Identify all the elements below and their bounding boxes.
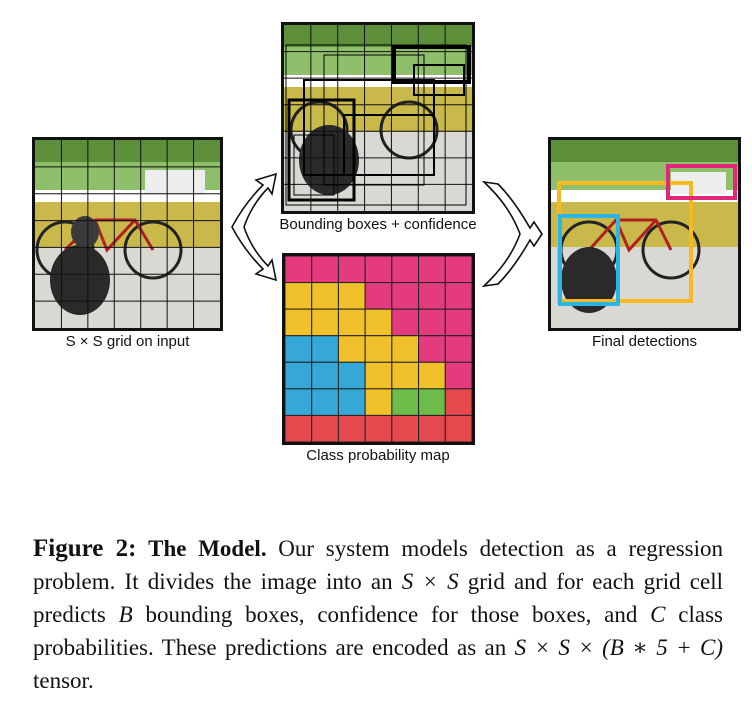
class-cell: [337, 361, 366, 390]
class-cell: [285, 388, 313, 416]
class-cell: [364, 308, 393, 337]
class-cell: [444, 388, 472, 416]
class-cell: [364, 282, 393, 310]
class-cell: [418, 308, 446, 337]
class-cell: [337, 308, 366, 337]
figure-number: Figure 2:: [33, 535, 137, 562]
detection-box-car: [666, 164, 737, 200]
caption-math: B: [118, 602, 133, 627]
class-cell: [337, 414, 366, 442]
class-cell: [444, 361, 472, 390]
input-grid-label: S × S grid on input: [65, 333, 190, 350]
class-cell: [285, 414, 313, 442]
class-cell: [364, 361, 393, 390]
class-cell: [364, 335, 393, 363]
class-cell: [444, 256, 472, 284]
class-cell: [418, 335, 446, 363]
class-cell: [311, 388, 339, 416]
class-probability-panel: [282, 253, 475, 445]
caption-math: C: [650, 602, 666, 627]
bounding-boxes-panel: [281, 22, 475, 214]
class-cell: [391, 388, 420, 416]
class-cell: [444, 414, 472, 442]
class-cell: [444, 282, 472, 310]
class-cell: [418, 388, 446, 416]
class-cell: [311, 414, 339, 442]
class-cell: [391, 414, 420, 442]
figure-caption: Figure 2: The Model. Our system models d…: [33, 532, 723, 697]
class-cell: [391, 361, 420, 390]
class-cell: [391, 282, 420, 310]
class-cell: [285, 308, 313, 337]
class-cell: [311, 282, 339, 310]
class-cell: [418, 256, 446, 284]
class-cell: [364, 414, 393, 442]
class-cell: [285, 361, 313, 390]
figure: S × S grid on input Bounding boxes +: [32, 22, 741, 464]
figure-title: The Model.: [148, 536, 267, 561]
class-cell: [285, 256, 313, 284]
caption-text: bounding boxes, confidence for those box…: [132, 602, 651, 627]
class-probability-label: Class probability map: [306, 447, 450, 464]
input-image: [35, 140, 220, 328]
bounding-boxes-label: Bounding boxes + confidence: [279, 216, 477, 233]
class-cell: [337, 335, 366, 363]
class-cell: [364, 388, 393, 416]
final-detections-image: [551, 140, 738, 328]
split-arrow-icon: [231, 172, 278, 282]
caption-text: class probabilities. These predictions a…: [33, 602, 723, 660]
class-probability-map: [285, 256, 472, 442]
bounding-boxes-image: [284, 25, 472, 211]
class-cell: [337, 282, 366, 310]
class-cell: [418, 414, 446, 442]
class-cell: [391, 308, 420, 337]
class-cell: [311, 308, 339, 337]
caption-math: S × S × (B ∗ 5 + C): [514, 635, 723, 660]
class-cell: [444, 308, 472, 337]
caption-text: tensor.: [33, 668, 94, 693]
input-image-panel: [32, 137, 223, 331]
class-cell: [364, 256, 393, 284]
caption-math: S × S: [401, 569, 459, 594]
class-cell: [311, 335, 339, 363]
class-cell: [444, 335, 472, 363]
detection-box-dog: [558, 214, 620, 306]
caption-text: Our system models detection as a regress…: [33, 536, 723, 594]
final-detections-panel: [548, 137, 741, 331]
class-cell: [418, 282, 446, 310]
class-cell: [311, 361, 339, 390]
class-cell: [337, 256, 366, 284]
class-cell: [391, 256, 420, 284]
class-cell: [285, 335, 313, 363]
merge-arrow-icon: [481, 180, 543, 288]
caption-text: grid and for each grid cell predicts: [33, 569, 723, 627]
final-detections-label: Final detections: [591, 333, 698, 350]
class-cell: [311, 256, 339, 284]
class-cell: [391, 335, 420, 363]
class-cell: [337, 388, 366, 416]
class-cell: [285, 282, 313, 310]
class-cell: [418, 361, 446, 390]
